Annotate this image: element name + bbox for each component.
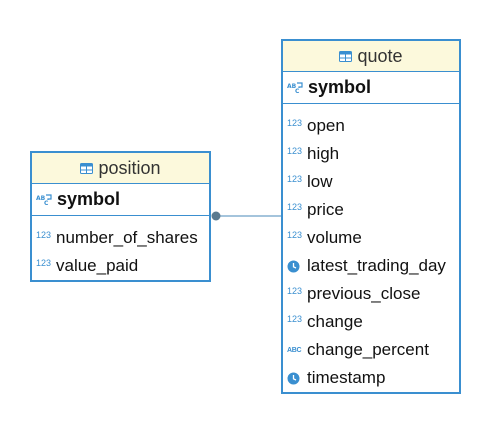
svg-text:AB: AB (287, 83, 297, 90)
integer-type-icon: 123 (287, 118, 303, 128)
column-row[interactable]: 123 value_paid (32, 252, 209, 280)
svg-text:C: C (44, 200, 49, 206)
entity-title: quote (357, 45, 403, 66)
column-name: change (307, 312, 363, 331)
integer-type-icon: 123 (287, 230, 303, 240)
column-name: symbol (57, 189, 121, 209)
column-name: open (307, 116, 345, 135)
integer-type-icon: 123 (36, 258, 52, 268)
svg-text:AB: AB (36, 195, 46, 202)
entity-header: quote (283, 41, 459, 72)
integer-type-icon: 123 (287, 286, 303, 296)
column-row[interactable]: timestamp (283, 364, 459, 392)
column-row[interactable]: 123 price (283, 196, 459, 224)
column-row[interactable]: 123 high (283, 140, 459, 168)
integer-type-icon: 123 (287, 174, 303, 184)
integer-type-icon: 123 (287, 146, 303, 156)
entity-header: position (32, 153, 209, 184)
column-row[interactable]: latest_trading_day (283, 252, 459, 280)
entity-title: position (98, 157, 161, 178)
column-name: previous_close (307, 284, 421, 303)
table-icon (80, 162, 94, 174)
column-name: price (307, 200, 344, 219)
column-name: high (307, 144, 340, 163)
relationship-endpoint-dot (211, 211, 221, 221)
column-row[interactable]: 123 low (283, 168, 459, 196)
column-row[interactable]: 123 volume (283, 224, 459, 252)
clock-icon (287, 372, 305, 385)
column-row[interactable]: 123 change (283, 308, 459, 336)
column-row[interactable]: 123 previous_close (283, 280, 459, 308)
column-name: number_of_shares (56, 228, 198, 247)
text-type-icon: ABC (287, 346, 302, 354)
column-row[interactable]: 123 number_of_shares (32, 224, 209, 252)
column-name: value_paid (56, 256, 139, 275)
integer-type-icon: 123 (287, 314, 303, 324)
column-row[interactable]: 123 open (283, 112, 459, 140)
column-row[interactable]: ABC change_percent (283, 336, 459, 364)
column-name: symbol (308, 77, 372, 97)
column-name: latest_trading_day (307, 256, 446, 275)
column-list: 123 number_of_shares 123 value_paid (32, 216, 209, 280)
column-name: timestamp (307, 368, 386, 387)
svg-text:C: C (295, 88, 300, 94)
integer-type-icon: 123 (36, 230, 52, 240)
column-list: 123 open 123 high 123 low 123 price 123 … (283, 104, 459, 392)
column-name: change_percent (307, 340, 429, 359)
table-icon (339, 50, 353, 62)
clock-icon (287, 260, 305, 273)
integer-type-icon: 123 (287, 202, 303, 212)
column-name: low (307, 172, 333, 191)
column-name: volume (307, 228, 362, 247)
